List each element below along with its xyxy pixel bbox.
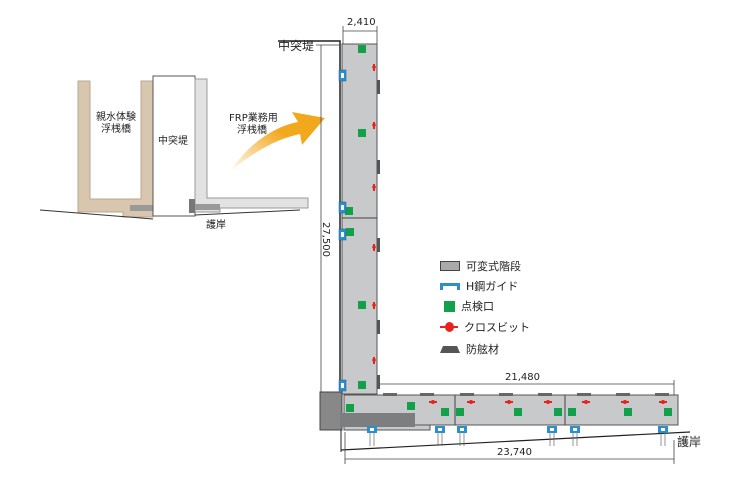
cross-bitt-icon: [440, 322, 458, 332]
cross-bitt-icon: [507, 400, 511, 404]
dim-vertical: 27,500: [320, 222, 331, 257]
label-breakwater: 中突堤: [278, 39, 315, 53]
h-beam-guide-icon: [341, 383, 344, 388]
arrow-icon: [230, 112, 325, 172]
inspection-hatch-icon: [407, 402, 415, 410]
fender: [377, 320, 380, 334]
inspection-hatch-icon: [568, 408, 576, 416]
seabed-left: [39, 209, 154, 220]
stair-left: [130, 205, 154, 211]
legend-item-bitt: クロスビット: [440, 319, 530, 335]
inspection-hatch-icon: [664, 408, 672, 416]
stair: [340, 413, 415, 427]
cross-bitt-icon: [372, 123, 376, 127]
stair-right: [195, 204, 220, 210]
cross-bitt-icon: [431, 400, 435, 404]
h-beam-guide-icon: [661, 428, 665, 431]
inspection-hatch-icon: [345, 207, 353, 215]
fender: [460, 393, 474, 396]
pontoon-plan: [278, 26, 691, 464]
inspection-hatch-icon: [441, 408, 449, 416]
inspection-hatch-icon: [456, 408, 464, 416]
cross-bitt-icon: [372, 185, 376, 189]
h-beam-guide-icon: [370, 428, 374, 431]
inspection-hatch-icon: [444, 300, 455, 312]
fender-icon: [440, 345, 460, 353]
fender: [377, 375, 380, 389]
fender: [499, 393, 513, 396]
h-beam-guide-icon: [573, 428, 577, 431]
label-seawall: 護岸: [677, 435, 702, 449]
inspection-hatch-icon: [554, 408, 562, 416]
fender: [377, 80, 380, 94]
stair-icon: [440, 261, 460, 271]
h-beam-guide-icon: [440, 282, 460, 290]
cross-bitt-icon: [546, 400, 550, 404]
cross-bitt-icon: [584, 400, 588, 404]
inset-schematic: [39, 75, 325, 220]
pontoon-left-shape: [77, 80, 154, 218]
fender: [577, 393, 591, 396]
legend-item-hatch: 点検口: [444, 298, 494, 314]
pontoon-right-shape: [194, 78, 309, 213]
legend-item-guide: H鋼ガイド: [440, 278, 518, 294]
fender: [377, 160, 380, 174]
legend-item-fender: 防舷材: [440, 341, 499, 357]
inspection-hatch-icon: [514, 408, 522, 416]
h-beam-guide-icon: [341, 73, 344, 78]
block-right: [189, 199, 195, 213]
cross-bitt-icon: [623, 400, 627, 404]
dim-horizontal: 21,480: [505, 372, 540, 383]
h-beam-guide-icon: [341, 232, 344, 237]
label-seawall-inset: 護岸: [206, 220, 226, 231]
label-pontoon-right-2: 浮桟橋: [237, 125, 267, 136]
h-beam-guide-icon: [550, 428, 554, 431]
inspection-hatch-icon: [358, 381, 366, 389]
inspection-hatch-icon: [346, 228, 354, 236]
inspection-hatch-icon: [624, 408, 632, 416]
inspection-hatch-icon: [358, 301, 366, 309]
inspection-hatch-icon: [358, 45, 366, 53]
cross-bitt-icon: [372, 245, 376, 249]
cross-bitt-icon: [372, 303, 376, 307]
h-beam-guide-icon: [438, 428, 442, 431]
cross-bitt-icon: [469, 400, 473, 404]
fender: [538, 393, 552, 396]
h-beam-guide-icon: [341, 205, 344, 210]
inspection-hatch-icon: [358, 129, 366, 137]
label-pontoon-right-1: FRP業務用: [229, 113, 278, 124]
fender: [616, 393, 630, 396]
label-pontoon-left-1: 親水体験: [96, 112, 136, 123]
fender: [655, 393, 669, 396]
cross-bitt-icon: [661, 400, 665, 404]
fender: [377, 238, 380, 252]
seabed-right: [194, 209, 301, 216]
label-breakwater-inset: 中突堤: [158, 136, 188, 147]
fender: [420, 393, 434, 396]
inspection-hatch-icon: [346, 404, 354, 412]
breakwater-box: [152, 75, 196, 217]
label-pontoon-left-2: 浮桟橋: [101, 124, 131, 135]
dim-width-top: 2,410: [347, 17, 376, 28]
dim-total: 23,740: [497, 447, 532, 458]
legend-item-stair: 可変式階段: [440, 258, 521, 274]
cross-bitt-icon: [372, 65, 376, 69]
cross-bitt-icon: [372, 358, 376, 362]
h-beam-guide-icon: [460, 428, 464, 431]
fender: [383, 393, 397, 396]
